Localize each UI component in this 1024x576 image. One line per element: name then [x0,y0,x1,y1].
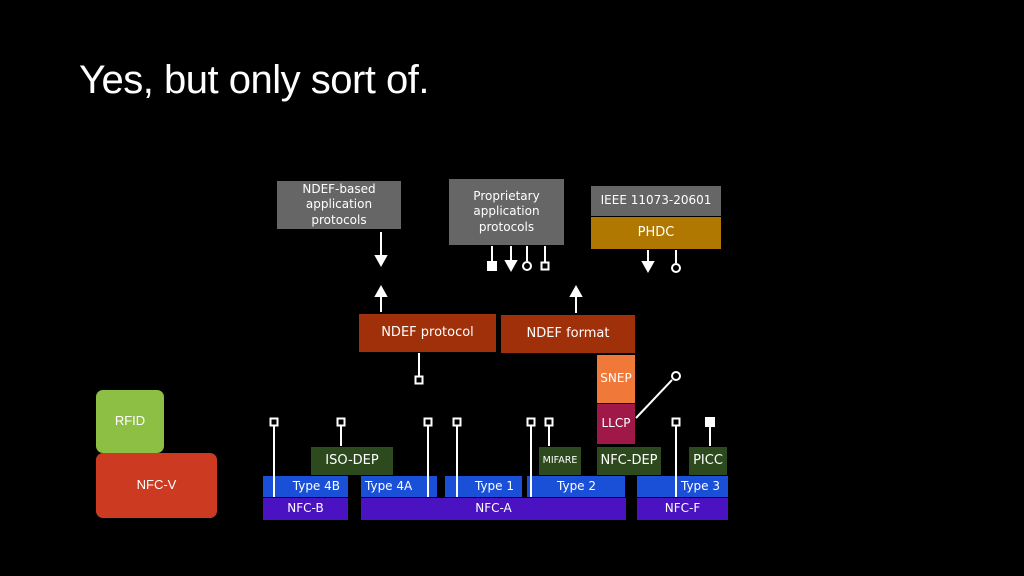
square-terminal-open [336,417,346,427]
square-terminal-open [540,261,550,271]
nfc-b-box: NFC-B [263,498,348,520]
llcp-box: LLCP [597,404,635,444]
square-terminal-open [526,417,536,427]
ndef-protocol-box: NDEF protocol [359,314,496,352]
rfid-box: RFID [96,390,164,453]
arrowhead-up [569,284,583,297]
arrowhead-down [641,261,655,274]
slide-title: Yes, but only sort of. [79,58,429,102]
mifare-box: MIFARE [539,447,581,475]
type-4a-box: Type 4A [361,476,437,497]
arrowhead-up [374,284,388,297]
nfc-f-box: NFC-F [637,498,728,520]
proprietary-app-protocols-box: Proprietary application protocols [449,179,564,245]
square-terminal-open [544,417,554,427]
arrowhead-down [504,260,518,273]
type-4b-box: Type 4B [263,476,348,497]
square-terminal-open [452,417,462,427]
nfcv-box: NFC-V [96,453,217,518]
square-terminal-open [269,417,279,427]
type-3-box: Type 3 [637,476,728,497]
square-terminal-filled [705,417,715,427]
square-terminal-open [414,375,424,385]
square-terminal-open [423,417,433,427]
circle-terminal [671,263,681,273]
circle-terminal [522,261,532,271]
phdc-box: PHDC [591,217,721,249]
square-terminal-open [671,417,681,427]
circle-terminal [671,371,681,381]
type-1-box: Type 1 [445,476,522,497]
ndef-based-app-protocols-box: NDEF-based application protocols [277,181,401,229]
nfc-dep-box: NFC-DEP [597,447,661,475]
ndef-format-box: NDEF format [501,315,635,353]
square-terminal-filled [487,261,497,271]
connector-llcp-diagonal [635,379,673,419]
nfc-a-box: NFC-A [361,498,626,520]
arrowhead-down [374,255,388,268]
ieee-11073-box: IEEE 11073-20601 [591,186,721,216]
iso-dep-box: ISO-DEP [311,447,393,475]
snep-box: SNEP [597,355,635,403]
picc-box: PICC [689,447,727,475]
type-2-box: Type 2 [527,476,625,497]
